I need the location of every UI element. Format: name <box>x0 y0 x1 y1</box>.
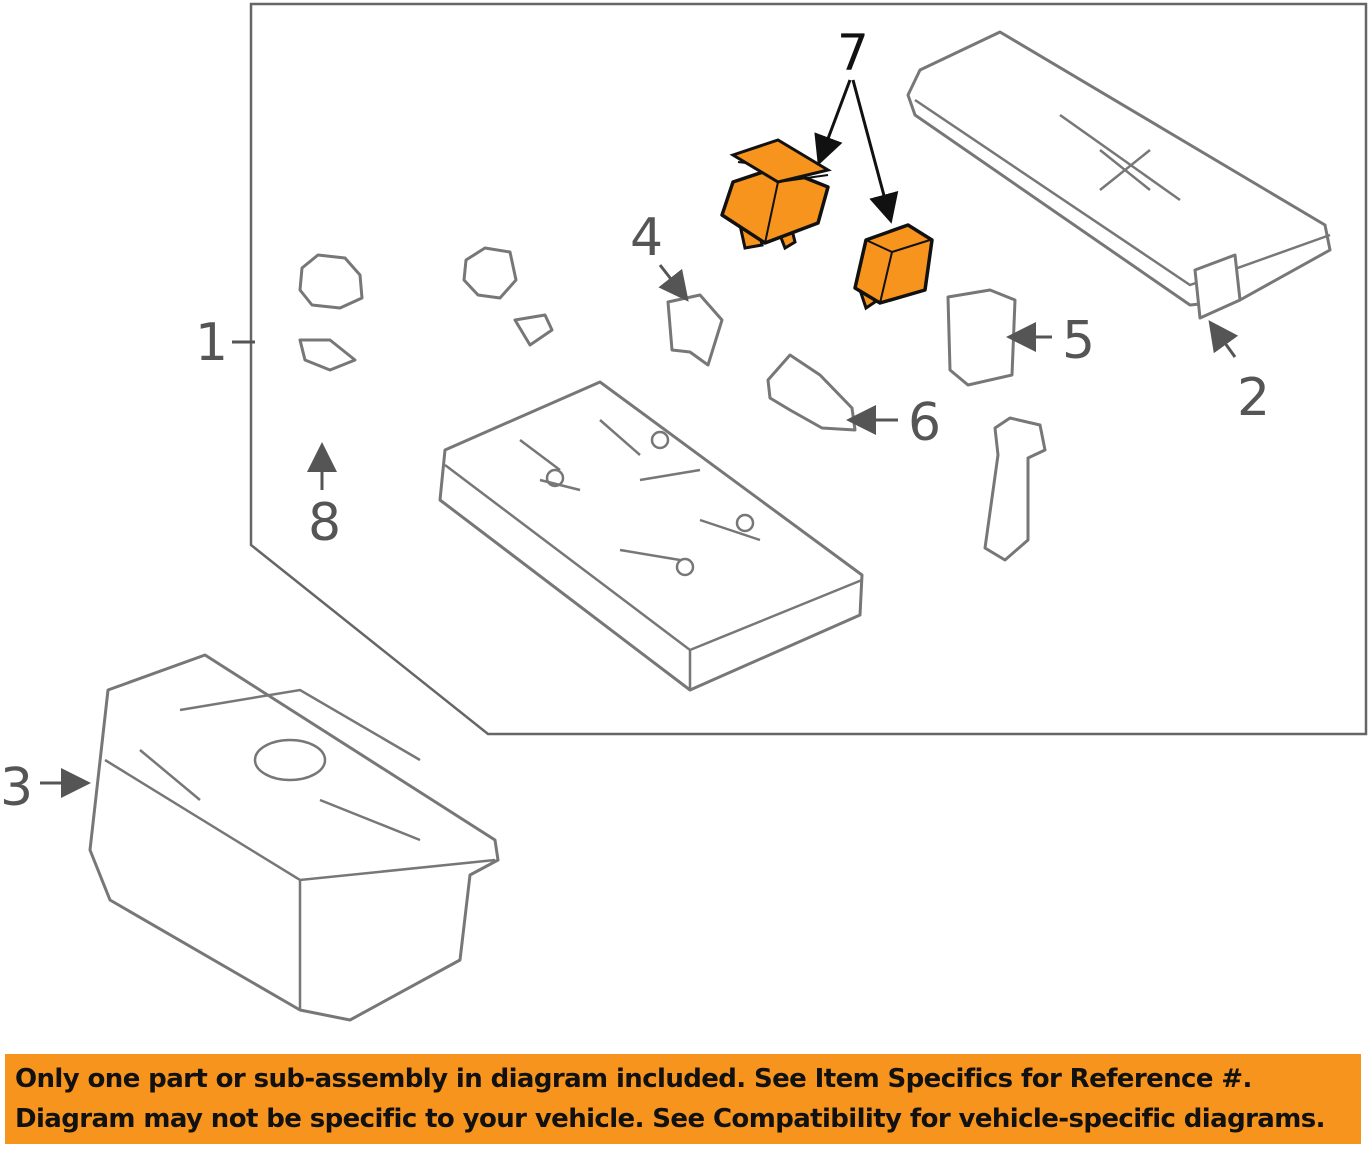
callout-7: 7 <box>837 24 869 82</box>
callout-5: 5 <box>1062 311 1095 371</box>
callout-2: 2 <box>1237 368 1270 428</box>
callout-1: 1 <box>195 313 228 373</box>
fuse-5 <box>946 288 1017 387</box>
callout-8: 8 <box>308 493 341 553</box>
bolt <box>983 416 1047 562</box>
relay-small <box>853 223 934 311</box>
disclaimer-line-2: Diagram may not be specific to your vehi… <box>15 1104 1325 1134</box>
fuse-box-cover <box>906 30 1332 320</box>
relay-large <box>720 138 832 251</box>
clip-4 <box>666 293 724 367</box>
fuse-box-body <box>438 380 864 692</box>
disclaimer-line-1: Only one part or sub-assembly in diagram… <box>15 1064 1252 1094</box>
nut-1 <box>298 253 364 310</box>
callout-3: 3 <box>0 758 33 818</box>
callout-6: 6 <box>908 393 941 453</box>
disclaimer-banner: Only one part or sub-assembly in diagram… <box>5 1054 1361 1144</box>
lower-fuse-box-tray <box>88 653 500 1022</box>
clip-6 <box>766 353 857 432</box>
assembly-frame <box>249 2 1368 736</box>
nut-2 <box>462 246 518 300</box>
callout-4: 4 <box>630 208 663 268</box>
